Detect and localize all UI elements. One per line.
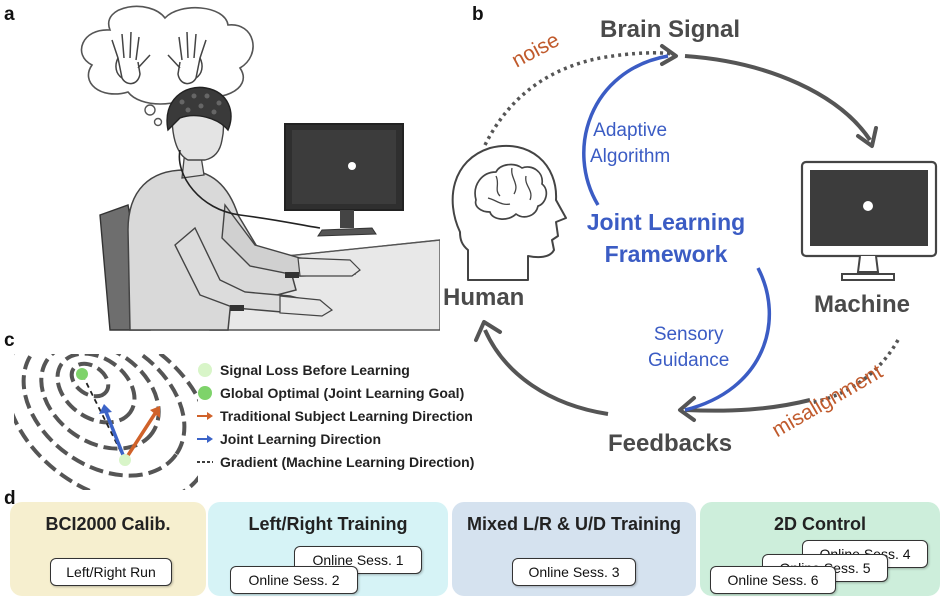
- panel-d-training-timeline: d BCI2000 Calib. Left/Right Run Left/Rig…: [0, 488, 944, 598]
- panel-c-learning-directions: c Signal Loss Before Learning Global Opt…: [0, 330, 520, 490]
- machine-target-dot: [863, 201, 873, 211]
- legend-item-gradient: Gradient (Machine Learning Direction): [196, 450, 474, 473]
- legend-item-signal-loss: Signal Loss Before Learning: [196, 358, 474, 381]
- light-green-dot-icon: [196, 362, 214, 377]
- brain-signal-label: Brain Signal: [600, 16, 741, 43]
- panel-a-illustration: a: [0, 0, 440, 340]
- blue-arrow-icon: [196, 432, 214, 446]
- adaptive-algorithm-arc: [582, 54, 669, 206]
- dashed-line-icon: [196, 455, 214, 469]
- stage-bci2000-calibration: BCI2000 Calib. Left/Right Run: [10, 502, 206, 596]
- thought-cloud: [80, 5, 254, 127]
- human-label: Human: [443, 284, 525, 311]
- legend-item-global-optimal: Global Optimal (Joint Learning Goal): [196, 381, 474, 404]
- sensory-guidance-arc: [684, 267, 772, 412]
- hand-on-desk-back: [297, 257, 361, 277]
- stage-mixed-training: Mixed L/R & U/D Training Online Sess. 3: [452, 502, 696, 596]
- hand-on-desk-front: [279, 295, 334, 317]
- machine-monitor-icon: [800, 160, 938, 281]
- joint-learning-framework-title: Joint Learning Framework: [586, 209, 746, 267]
- panel-letter-c: c: [4, 330, 15, 351]
- feedbacks-label: Feedbacks: [608, 430, 733, 457]
- session-box: Left/Right Run: [50, 558, 172, 586]
- session-box: Online Sess. 3: [512, 558, 636, 586]
- eeg-cap: [166, 86, 232, 132]
- machine-label: Machine: [814, 291, 911, 318]
- session-box: Online Sess. 6: [710, 566, 836, 594]
- eeg-cable: [178, 149, 321, 229]
- wrist-sensor-front: [230, 305, 244, 311]
- contour-plot: [14, 354, 198, 490]
- monitor: [284, 123, 404, 237]
- orange-arrow-icon: [196, 409, 214, 423]
- stage-title: Left/Right Training: [248, 514, 408, 534]
- session-box: Online Sess. 1: [294, 546, 422, 574]
- stage-title: Mixed L/R & U/D Training: [466, 514, 681, 534]
- misalignment-dotted-path: [809, 339, 900, 405]
- stage-left-right-training: Left/Right Training Online Sess. 1 Onlin…: [208, 502, 448, 596]
- adaptive-algorithm-label: Adaptive Algorithm: [590, 120, 671, 167]
- legend: Signal Loss Before Learning Global Optim…: [196, 358, 474, 473]
- stage-title: BCI2000 Calib.: [45, 514, 171, 534]
- green-dot-icon: [196, 385, 214, 400]
- noise-dotted-path: [483, 51, 673, 146]
- loss-contours: [14, 354, 198, 490]
- brain-icon: [474, 163, 548, 220]
- arrow-brain-to-machine: [684, 54, 872, 142]
- stage-title: 2D Control: [774, 514, 866, 534]
- target-dot: [348, 162, 356, 170]
- sensory-guidance-label: Sensory Guidance: [648, 324, 730, 371]
- subject-learning-arrow: [123, 411, 158, 461]
- panel-letter-d: d: [4, 488, 16, 509]
- joint-learning-arrow: [104, 411, 127, 461]
- learning-loop: [451, 44, 938, 422]
- panel-letter-a: a: [4, 4, 15, 25]
- stage-2d-control: 2D Control Online Sess. 4 Online Sess. 5…: [700, 502, 940, 596]
- panel-letter-b: b: [472, 4, 484, 25]
- right-hand-icon: [167, 31, 207, 85]
- human-head-icon: [451, 145, 567, 281]
- left-hand-icon: [111, 31, 151, 85]
- gradient-line: [81, 373, 126, 461]
- signal-loss-dot: [119, 454, 131, 466]
- arrow-machine-to-feedbacks: [684, 398, 811, 413]
- panel-b-joint-learning-diagram: b Brain Signal M: [440, 0, 944, 470]
- wrist-sensor-back: [285, 272, 299, 278]
- session-box: Online Sess. 2: [230, 566, 358, 594]
- global-optimal-dot: [76, 368, 88, 380]
- legend-item-joint-direction: Joint Learning Direction: [196, 427, 474, 450]
- legend-item-subject-direction: Traditional Subject Learning Direction: [196, 404, 474, 427]
- bci-user-illustration: [80, 5, 440, 331]
- arrow-feedbacks-to-human: [483, 329, 609, 416]
